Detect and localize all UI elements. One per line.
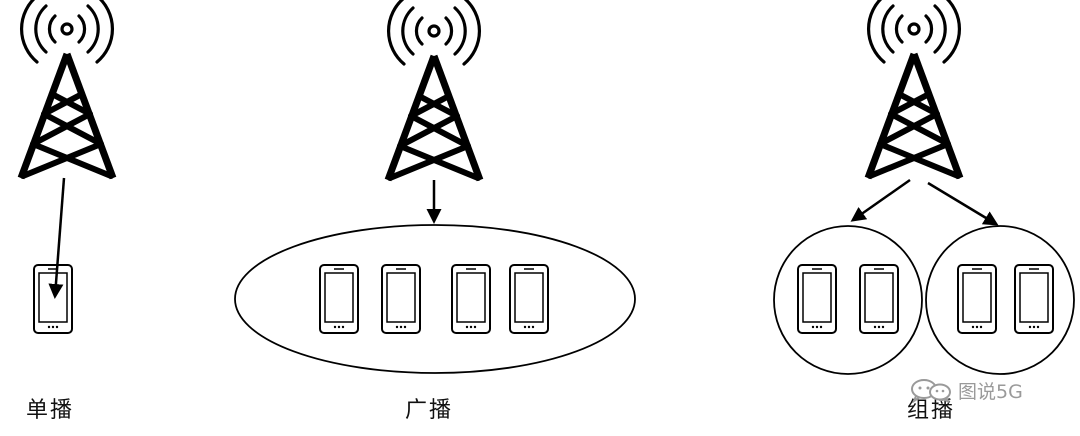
multicast-circle-right [925,225,1075,375]
phone-icon [33,264,73,334]
caption-broadcast: 广播 [405,398,454,423]
phone-icon [1014,264,1054,334]
caption-unicast: 单播 [26,398,75,423]
broadcast-group [234,0,636,374]
broadcast-ellipse [234,224,636,374]
multicast-arrow-right [927,181,999,226]
wechat-icon [911,379,951,403]
phone-icon [797,264,837,334]
phone-icon [319,264,359,334]
unicast-arrow [48,177,66,299]
phone-icon [451,264,491,334]
unicast-group [21,0,113,334]
cell-tower-icon [868,0,960,178]
multicast-arrow-left [850,178,911,222]
phone-icon [381,264,421,334]
watermark: 图说5G [908,376,1023,404]
phone-icon [957,264,997,334]
multicast-group [773,0,1075,375]
caption-multicast: 组播 [907,398,956,423]
watermark-text: 图说5G [958,380,1023,403]
multicast-circle-left [773,225,923,375]
phone-icon [859,264,899,334]
cell-tower-icon [21,0,113,178]
phone-icon [509,264,549,334]
cell-tower-icon [388,0,480,180]
